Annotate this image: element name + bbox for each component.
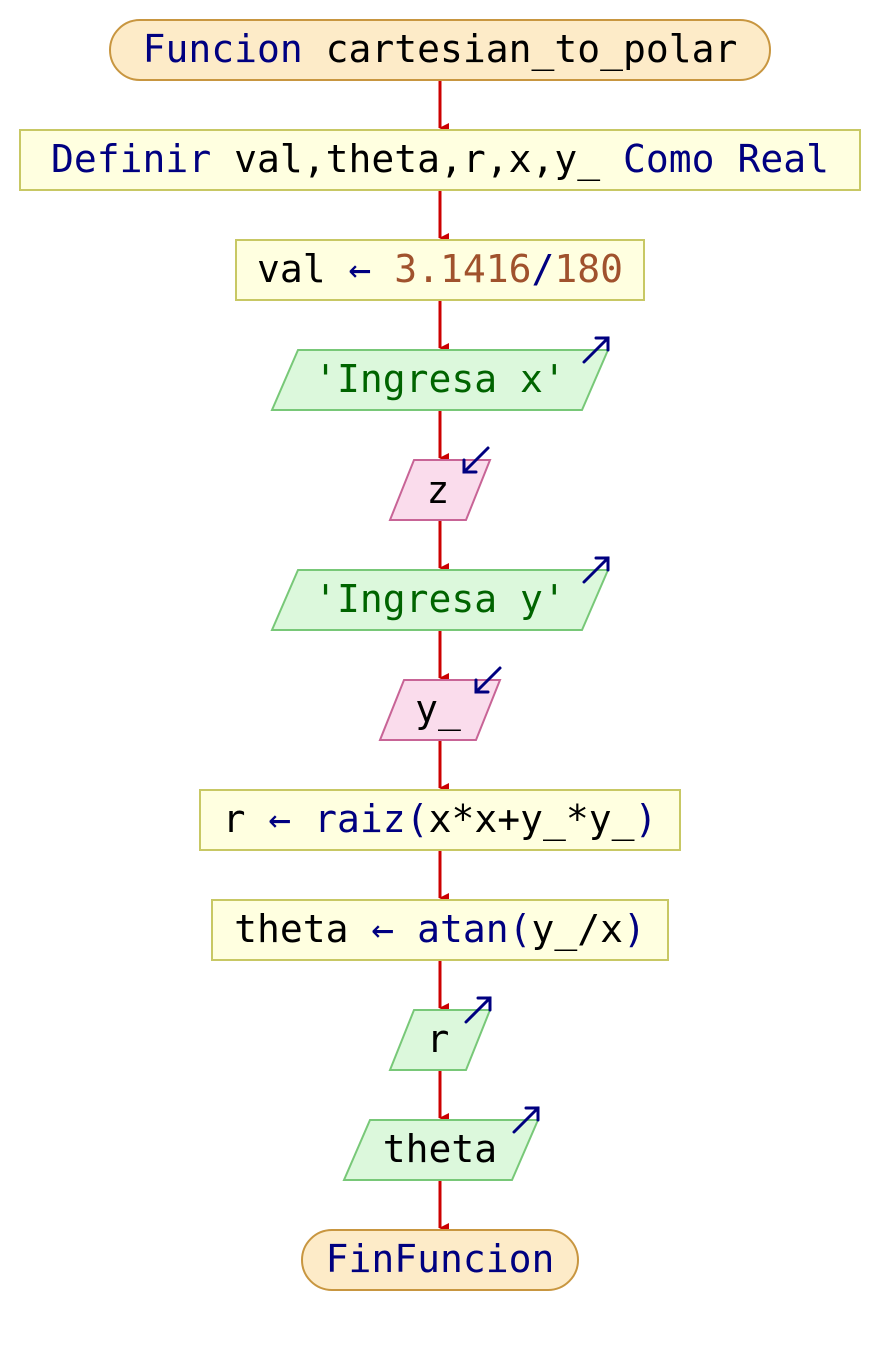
output-text: theta bbox=[383, 1127, 497, 1171]
type-keyword: Real bbox=[737, 137, 829, 181]
svg-text:theta ← atan(y_/x): theta ← atan(y_/x) bbox=[234, 907, 646, 952]
end-terminal: FinFuncion bbox=[301, 1229, 579, 1291]
output-text: r bbox=[427, 1017, 450, 1061]
output-arrow-icon bbox=[582, 556, 610, 584]
number-literal: 180 bbox=[554, 247, 623, 291]
svg-text:Definir val,theta,r,x,y_ Como: Definir val,theta,r,x,y_ Como Real bbox=[51, 137, 829, 182]
as-keyword: Como bbox=[623, 137, 715, 181]
define-keyword: Definir bbox=[51, 137, 211, 181]
number-literal: 3.1416 bbox=[394, 247, 531, 291]
input-arrow-icon bbox=[474, 666, 502, 694]
assign-arrow: ← bbox=[371, 907, 394, 951]
assign-val-process: val ← 3.1416/180 bbox=[235, 239, 645, 301]
input-text: z bbox=[427, 468, 450, 512]
assign-arrow: ← bbox=[268, 797, 291, 841]
open-paren: ( bbox=[406, 797, 429, 841]
svg-text:r ← raiz(x*x+y_*y_): r ← raiz(x*x+y_*y_) bbox=[223, 797, 658, 842]
output-ingresa-x: 'Ingresa x' bbox=[270, 336, 610, 411]
function-name: cartesian_to_polar bbox=[326, 27, 738, 72]
function-args: x*x+y_*y_ bbox=[429, 797, 635, 842]
define-vars: val,theta,r,x,y_ bbox=[234, 137, 600, 182]
output-text: 'Ingresa y' bbox=[314, 577, 566, 621]
function-call: atan bbox=[417, 907, 509, 951]
function-args: y_/x bbox=[532, 907, 624, 952]
svg-text:val ← 3.1416/180: val ← 3.1416/180 bbox=[257, 247, 623, 291]
input-arrow-icon bbox=[462, 446, 490, 474]
input-z: z bbox=[388, 446, 492, 521]
output-arrow-icon bbox=[582, 336, 610, 364]
close-paren: ) bbox=[623, 907, 646, 951]
assign-target: val bbox=[257, 247, 326, 291]
assign-r-process: r ← raiz(x*x+y_*y_) bbox=[199, 789, 681, 851]
assign-arrow: ← bbox=[348, 247, 371, 291]
function-call: raiz bbox=[314, 797, 406, 841]
assign-target: r bbox=[223, 797, 246, 841]
end-keyword: FinFuncion bbox=[326, 1237, 555, 1281]
output-theta: theta bbox=[342, 1106, 540, 1181]
output-r: r bbox=[388, 996, 492, 1071]
output-text: 'Ingresa x' bbox=[314, 357, 566, 401]
close-paren: ) bbox=[634, 797, 657, 841]
assign-target: theta bbox=[234, 907, 348, 951]
input-text: y_ bbox=[415, 687, 461, 732]
input-y: y_ bbox=[378, 666, 502, 741]
function-keyword: Funcion bbox=[143, 27, 303, 71]
divide-operator: / bbox=[532, 247, 555, 291]
assign-theta-process: theta ← atan(y_/x) bbox=[211, 899, 669, 961]
output-arrow-icon bbox=[464, 996, 492, 1024]
define-process: Definir val,theta,r,x,y_ Como Real bbox=[19, 129, 861, 191]
output-arrow-icon bbox=[512, 1106, 540, 1134]
start-terminal: Funcion cartesian_to_polar bbox=[109, 19, 771, 81]
open-paren: ( bbox=[509, 907, 532, 951]
output-ingresa-y: 'Ingresa y' bbox=[270, 556, 610, 631]
svg-text:Funcion cartesian_to_polar: Funcion cartesian_to_polar bbox=[143, 27, 738, 72]
